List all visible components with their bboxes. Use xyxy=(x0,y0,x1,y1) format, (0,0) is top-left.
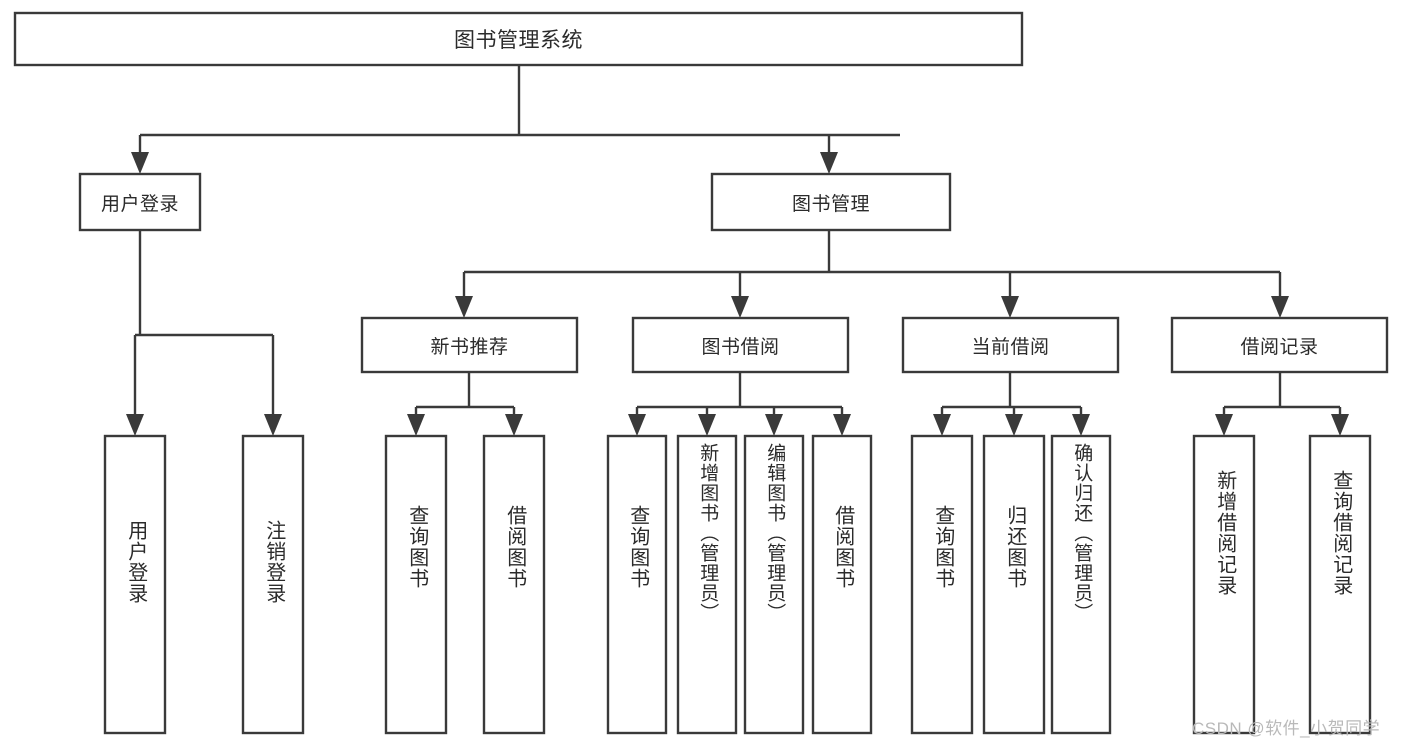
node-box-leaf-query-book-3[interactable] xyxy=(910,434,974,735)
node-box-book-manage[interactable] xyxy=(710,172,952,232)
node-box-leaf-return-book[interactable] xyxy=(982,434,1046,735)
node-box-leaf-query-book-1[interactable] xyxy=(384,434,448,735)
connector-currentborrow-to-leaves xyxy=(933,372,1090,436)
node-box-new-book-recommend[interactable] xyxy=(360,316,579,374)
connector-bookmanage-to-level3 xyxy=(455,230,1289,318)
node-box-leaf-user-logout[interactable] xyxy=(241,434,305,735)
node-box-borrow-record[interactable] xyxy=(1170,316,1389,374)
node-box-leaf-user-login[interactable] xyxy=(103,434,167,735)
connector-userlogin-to-leaves xyxy=(126,230,282,436)
node-box-book-borrow[interactable] xyxy=(631,316,850,374)
node-box-leaf-borrow-book-1[interactable] xyxy=(482,434,546,735)
connector-newbook-to-leaves xyxy=(407,372,523,436)
node-box-user-login[interactable] xyxy=(78,172,202,232)
node-box-leaf-add-borrow-record[interactable] xyxy=(1192,434,1256,735)
connector-root-to-level2 xyxy=(131,65,900,174)
node-box-current-borrow[interactable] xyxy=(901,316,1120,374)
node-box-leaf-add-book[interactable] xyxy=(676,434,738,735)
node-box-leaf-edit-book[interactable] xyxy=(743,434,805,735)
connector-borrowrecord-to-leaves xyxy=(1215,372,1349,436)
node-box-leaf-query-borrow-record[interactable] xyxy=(1308,434,1372,735)
connector-bookborrow-to-leaves xyxy=(628,372,851,436)
node-box-leaf-query-book-2[interactable] xyxy=(606,434,668,735)
node-box-leaf-borrow-book-2[interactable] xyxy=(811,434,873,735)
node-box-leaf-confirm-return[interactable] xyxy=(1050,434,1112,735)
node-box-root[interactable] xyxy=(13,11,1024,67)
